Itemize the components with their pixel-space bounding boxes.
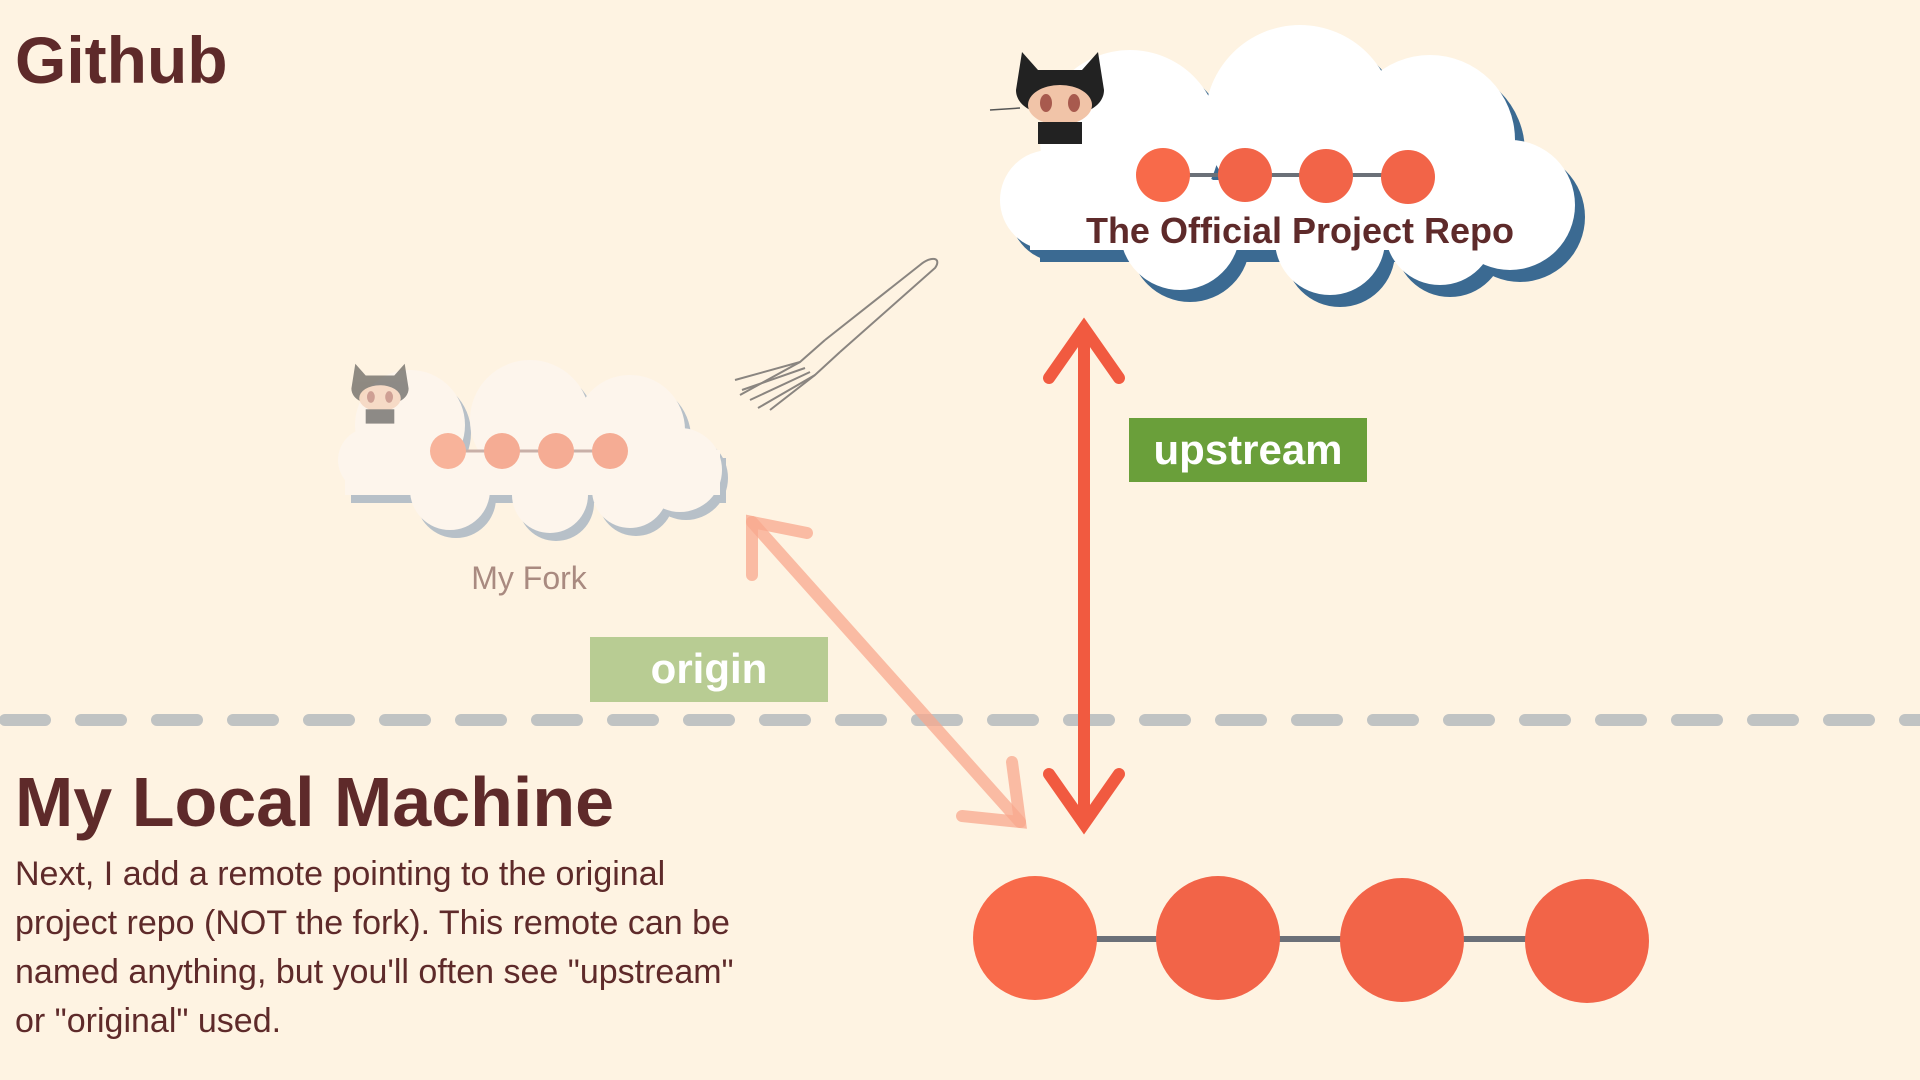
commit-node — [1136, 148, 1190, 202]
upstream-remote-label: upstream — [1129, 418, 1367, 482]
github-heading: Github — [15, 23, 228, 97]
fork-commit-graph — [430, 433, 628, 469]
commit-node — [1340, 878, 1464, 1002]
commit-node — [430, 433, 466, 469]
official-commit-graph — [1136, 148, 1435, 204]
commit-node — [1381, 150, 1435, 204]
description-line: named anything, but you'll often see "up… — [15, 953, 734, 991]
commit-node — [538, 433, 574, 469]
origin-remote-label: origin — [590, 637, 828, 702]
commit-node — [1156, 876, 1280, 1000]
commit-node — [973, 876, 1097, 1000]
description-line: or "original" used. — [15, 1002, 282, 1040]
commit-node — [1218, 148, 1272, 202]
local-commit-graph — [973, 876, 1649, 1003]
description-line: project repo (NOT the fork). This remote… — [15, 904, 730, 942]
origin-arrow — [746, 514, 1027, 829]
local-machine-heading: My Local Machine — [15, 763, 615, 841]
description-line: Next, I add a remote pointing to the ori… — [15, 855, 666, 893]
commit-node — [1525, 879, 1649, 1003]
description-text: Next, I add a remote pointing to the ori… — [15, 850, 815, 1046]
upstream-arrow — [1043, 317, 1125, 835]
commit-node — [1299, 149, 1353, 203]
commit-node — [592, 433, 628, 469]
octocat-icon — [989, 52, 1104, 144]
commit-node — [484, 433, 520, 469]
official-repo-label: The Official Project Repo — [1085, 210, 1515, 251]
fork-utensil-icon — [734, 257, 939, 411]
octocat-faded-icon — [351, 363, 409, 424]
fork-label: My Fork — [471, 560, 587, 596]
